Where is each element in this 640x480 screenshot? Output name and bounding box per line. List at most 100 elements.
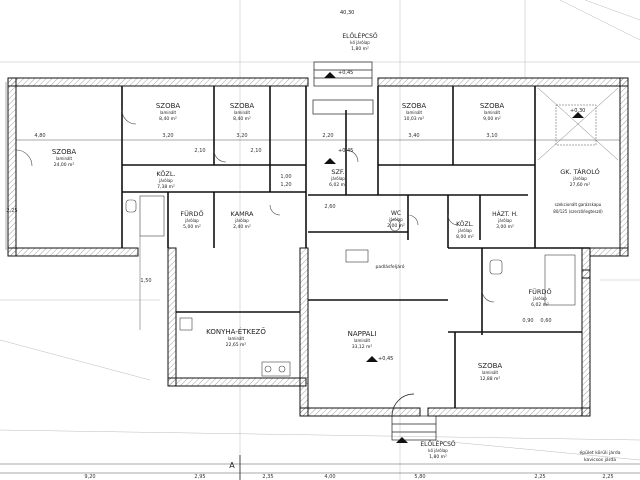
room-area: 6,02 m² <box>531 302 549 308</box>
room-name: SZOBA <box>156 102 181 110</box>
room-name: FÜRDŐ <box>180 209 203 218</box>
garage-door-note: szekcionált garázskapu <box>555 202 602 207</box>
room-area: 10,03 m² <box>404 116 425 122</box>
dim-label: 1,50 <box>140 278 151 284</box>
room-floor: laminált <box>406 110 423 115</box>
dimension-lines <box>0 82 640 474</box>
room-area: 2,00 m² <box>387 223 405 229</box>
room-name: KÖZL. <box>456 221 474 228</box>
dim-label: 5,80 <box>414 474 425 480</box>
dim-label: 2,35 <box>262 474 273 480</box>
dim-label: 2,20 <box>322 133 333 139</box>
level-values: 40,30 +0,45 +0,45 +0,30 +0,45 <box>338 10 585 362</box>
room-floor: laminált <box>56 156 73 161</box>
dim-label: 3,20 <box>162 133 173 139</box>
axis-label: A <box>229 461 235 470</box>
level-value: +0,45 <box>378 356 393 362</box>
room-area: 27,60 m² <box>570 182 591 188</box>
room-name: HÁZT. H. <box>492 211 518 218</box>
room-area: 2,40 m² <box>233 224 251 230</box>
walls <box>7 77 629 417</box>
garage-x <box>537 87 619 161</box>
dim-label: 2,25 <box>534 474 545 480</box>
level-value: +0,45 <box>338 70 353 76</box>
room-floor: járólap <box>572 176 587 181</box>
dim-label: 2,25 <box>602 474 613 480</box>
entrance-floor: kő járólap <box>350 40 370 45</box>
fixtures <box>125 195 576 377</box>
room-floor: laminált <box>354 338 371 343</box>
room-area: 22,65 m² <box>226 342 247 348</box>
room-area: 8,40 m² <box>159 116 177 122</box>
room-floor: laminált <box>228 336 245 341</box>
entrance-name: ELŐLÉPCSŐ <box>342 32 378 40</box>
annotations: padlásfeljáró szekcionált garázskapu 80/… <box>376 202 621 463</box>
room-floor: járólap <box>532 296 547 301</box>
dim-label: 2,10 <box>194 148 205 154</box>
dimension-texts: 4,80 3,20 3,20 2,20 3,40 3,10 2,10 2,10 … <box>6 133 613 480</box>
dim-label: 3,10 <box>486 133 497 139</box>
attic-hatch <box>345 249 369 263</box>
dim-label: 1,00 <box>280 174 291 180</box>
room-area: 3,00 m² <box>496 224 514 230</box>
entrance-area: 1,80 m² <box>429 454 447 460</box>
room-name: SZOBA <box>480 102 505 110</box>
room-name: GK. TÁROLÓ <box>560 167 599 176</box>
room-floor: járólap <box>497 218 512 223</box>
sidewalk-note: épület körüli járda <box>580 449 621 456</box>
room-area: 33,12 m² <box>352 344 373 350</box>
room-area: 24,00 m² <box>54 162 75 168</box>
dim-label: 2,25 <box>6 208 17 214</box>
room-name: FÜRDŐ <box>528 287 551 296</box>
room-labels: SZOBA laminált 24,00 m² SZOBA laminált 8… <box>52 32 600 460</box>
dim-label: 1,20 <box>280 182 291 188</box>
level-value: +0,30 <box>570 108 585 114</box>
level-markers <box>324 72 584 443</box>
room-area: 9,00 m² <box>483 116 501 122</box>
room-area: 12,88 m² <box>480 376 501 382</box>
dim-label: 2,10 <box>250 148 261 154</box>
room-floor: járólap <box>388 217 403 222</box>
room-area: 7,38 m² <box>157 184 175 190</box>
room-floor: laminált <box>484 110 501 115</box>
dim-label: 0,90 <box>522 318 533 324</box>
entrance-floor: kő járólap <box>428 448 448 453</box>
garage-door-size: 80/125 (szerző/legtesző) <box>553 209 603 214</box>
gravel-note: kavicsos járda <box>584 456 616 463</box>
room-floor: laminált <box>482 370 499 375</box>
dim-label: 4,80 <box>34 133 45 139</box>
room-floor: járólap <box>184 218 199 223</box>
room-name: SZOBA <box>478 362 503 370</box>
room-name: KAMRA <box>231 210 254 218</box>
room-area: 8,40 m² <box>233 116 251 122</box>
room-name: SZOBA <box>402 102 427 110</box>
room-floor: járólap <box>234 218 249 223</box>
room-area: 8,00 m² <box>456 234 474 240</box>
dim-label: 9,20 <box>84 474 95 480</box>
entrance-area: 1,80 m² <box>351 46 369 52</box>
room-floor: laminált <box>234 110 251 115</box>
room-name: NAPPALI <box>348 330 377 338</box>
dim-label: 3,40 <box>408 133 419 139</box>
attic-access-note: padlásfeljáró <box>376 263 405 270</box>
room-name: KONYHA-ÉTKEZŐ <box>206 327 266 336</box>
room-name: KÖZL. <box>156 169 175 178</box>
dim-label: 0,60 <box>540 318 551 324</box>
partitions <box>121 86 590 408</box>
level-value: +0,45 <box>338 148 353 154</box>
entrance-name: ELŐLÉPCSŐ <box>420 440 456 448</box>
dim-label: 2,60 <box>324 204 335 210</box>
room-floor: járólap <box>457 228 472 233</box>
north-entrance-steps <box>312 61 374 115</box>
level-value: 40,30 <box>340 10 354 16</box>
room-floor: járólap <box>330 176 345 181</box>
room-name: SZF. <box>331 168 344 176</box>
room-area: 6,02 m² <box>329 182 347 188</box>
room-area: 5,00 m² <box>183 224 201 230</box>
dim-label: 2,95 <box>194 474 205 480</box>
dim-label: 3,20 <box>236 133 247 139</box>
south-entrance-steps <box>391 393 437 441</box>
room-name: SZOBA <box>230 102 255 110</box>
dim-label: 4,00 <box>324 474 335 480</box>
room-name: WC <box>391 210 401 217</box>
